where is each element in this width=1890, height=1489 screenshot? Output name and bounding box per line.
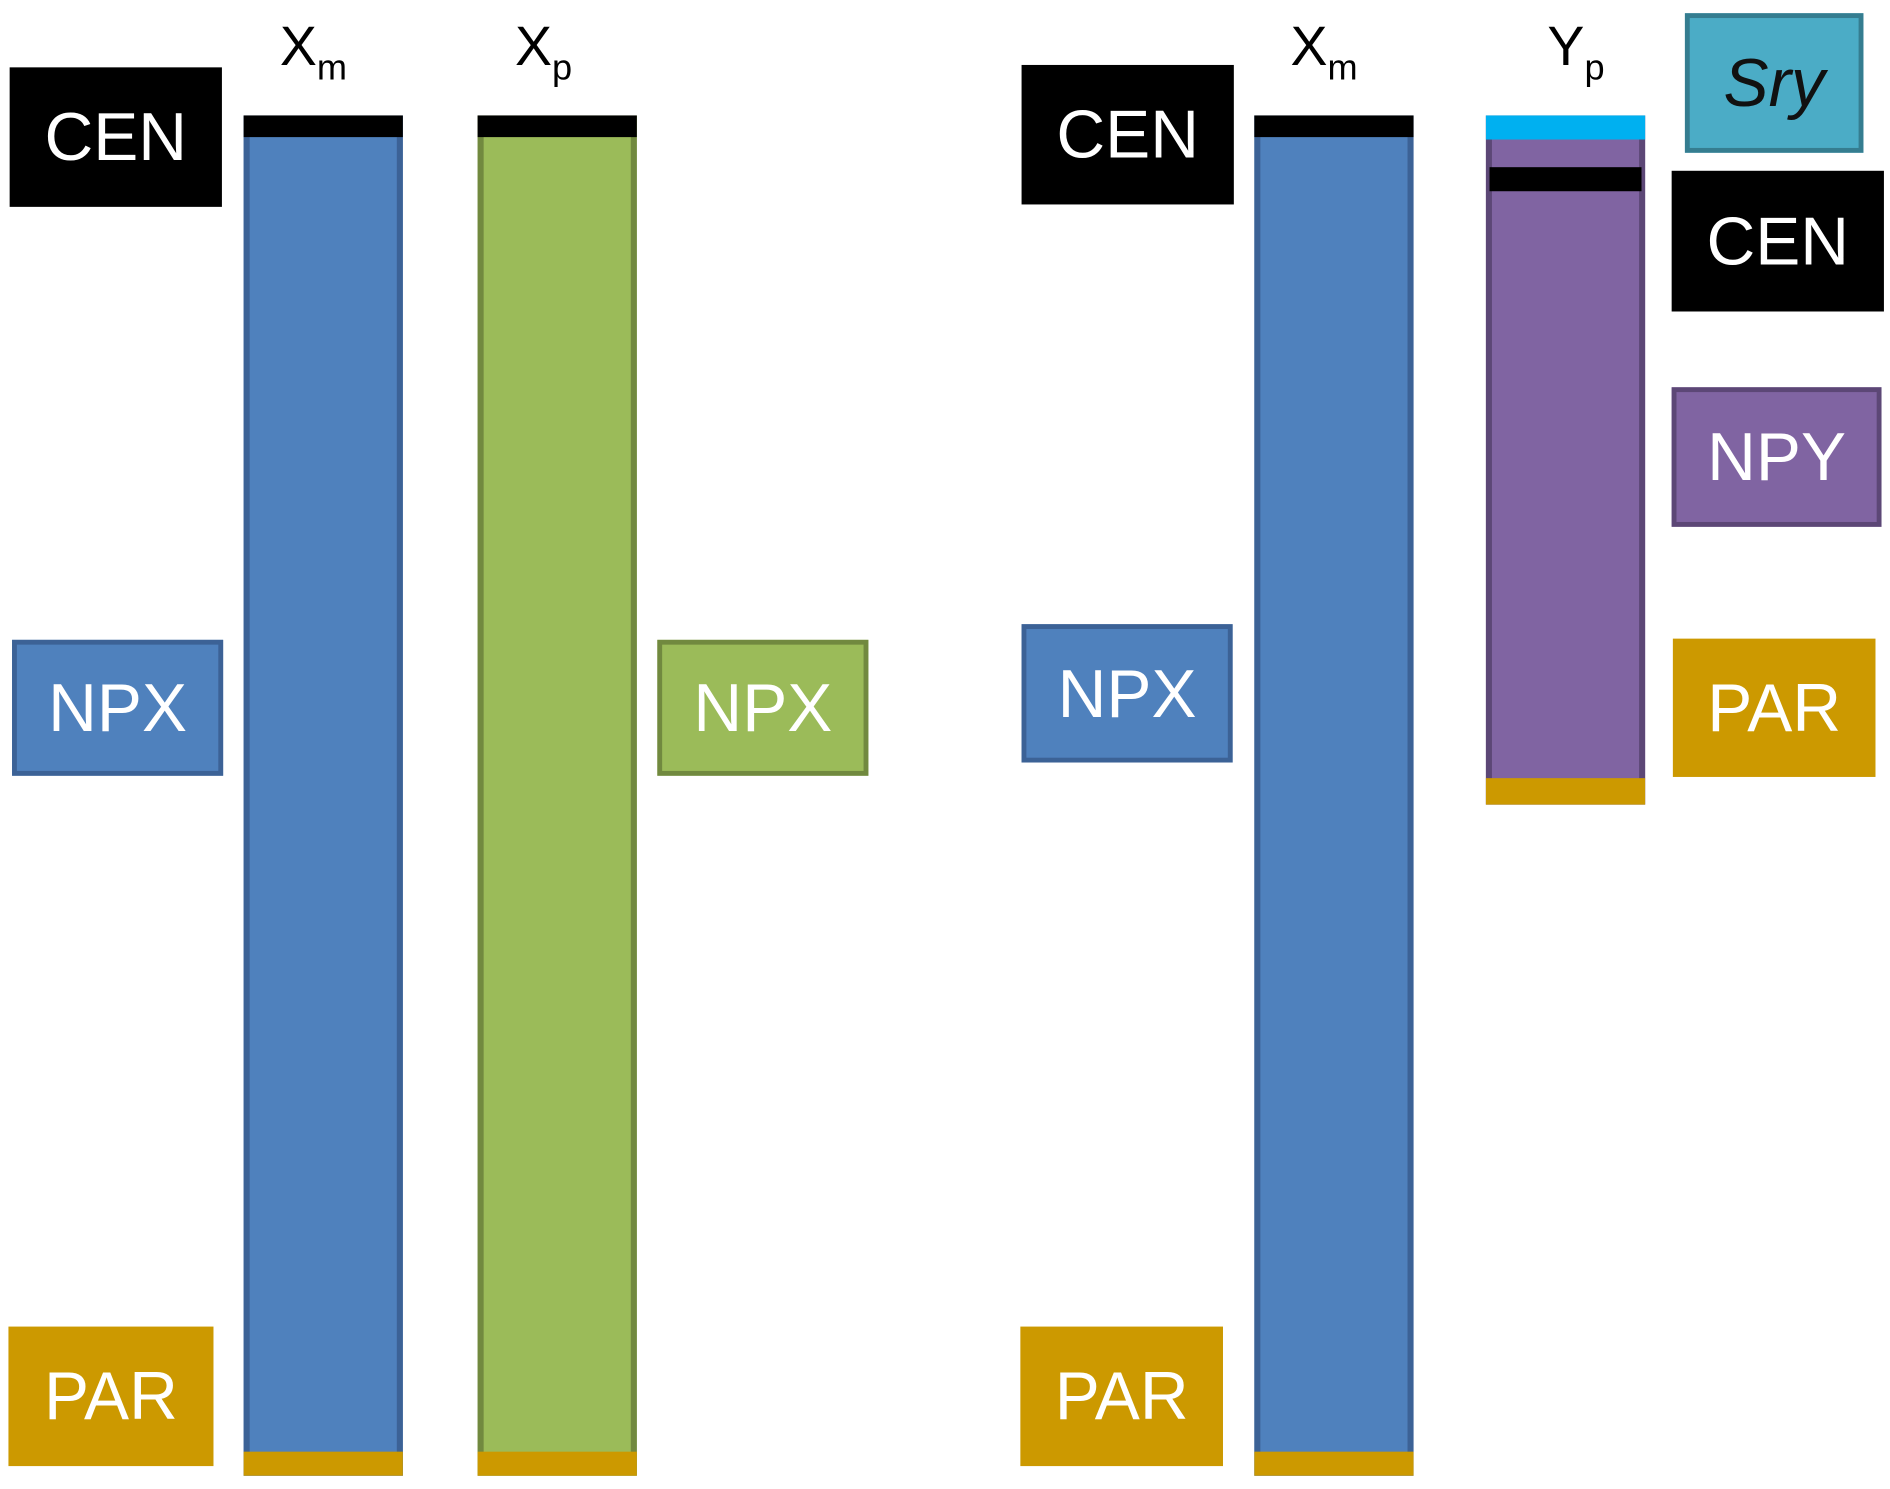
par-band (1485, 778, 1646, 805)
sry-band (1485, 115, 1646, 140)
par-label-female: PAR (8, 1326, 214, 1467)
cen-label-female: CEN (9, 67, 222, 207)
par-band (477, 1451, 637, 1476)
par-band (1254, 1451, 1414, 1476)
par-label-male-x: PAR (1020, 1326, 1223, 1467)
yp-chromosome (1485, 115, 1646, 805)
centromere-band (1254, 115, 1414, 138)
centromere-band (477, 115, 637, 138)
chromosome-title-xm-male: Xm (1290, 14, 1358, 88)
par-label-y: PAR (1672, 638, 1876, 777)
centromere-band (1489, 167, 1642, 192)
xp-chromosome (477, 115, 637, 1476)
npx-label-xm-male: NPX (1021, 624, 1233, 763)
centromere-band (243, 115, 403, 138)
cen-label-y: CEN (1671, 170, 1884, 312)
cen-label-male: CEN (1021, 64, 1234, 205)
par-band (243, 1451, 403, 1476)
chromosome-title-xp: Xp (515, 14, 573, 88)
xm-chromosome-female (243, 115, 403, 1476)
xm-chromosome-male (1254, 115, 1414, 1476)
chromosome-title-yp: Yp (1547, 14, 1605, 88)
npx-label-xm-female: NPX (12, 639, 224, 776)
sry-label: Sry (1684, 13, 1864, 153)
npx-label-xp: NPX (657, 639, 869, 776)
npy-label: NPY (1671, 387, 1882, 527)
chromosome-title-xm-female: Xm (279, 14, 347, 88)
